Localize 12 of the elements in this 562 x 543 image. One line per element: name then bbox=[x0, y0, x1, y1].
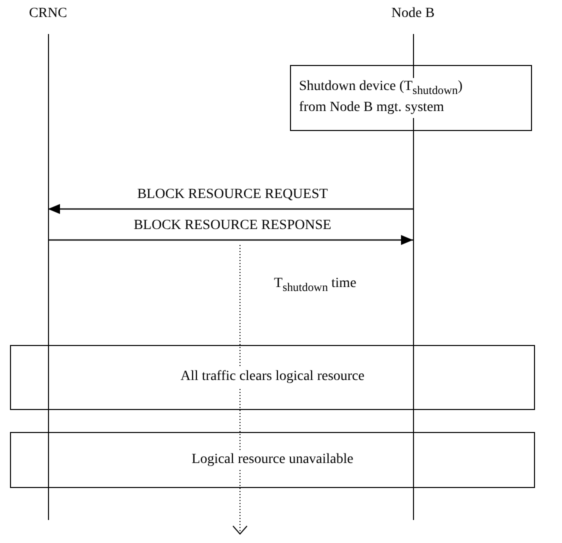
box-text: Logical resource unavailable bbox=[192, 450, 354, 470]
message-label: BLOCK RESOURCE REQUEST bbox=[136, 187, 329, 203]
timer-label: T$_{shutdown}$ time bbox=[272, 276, 358, 294]
process-box bbox=[10, 432, 535, 488]
message-label: BLOCK RESOURCE RESPONSE bbox=[132, 218, 332, 234]
participant-label: Node B bbox=[390, 6, 436, 22]
message-arrow bbox=[48, 204, 413, 214]
process-box bbox=[10, 345, 535, 410]
box-text: All traffic clears logical resource bbox=[180, 368, 364, 387]
participant-label: CRNC bbox=[28, 6, 68, 22]
message-arrow bbox=[48, 235, 413, 245]
process-box bbox=[290, 65, 532, 131]
